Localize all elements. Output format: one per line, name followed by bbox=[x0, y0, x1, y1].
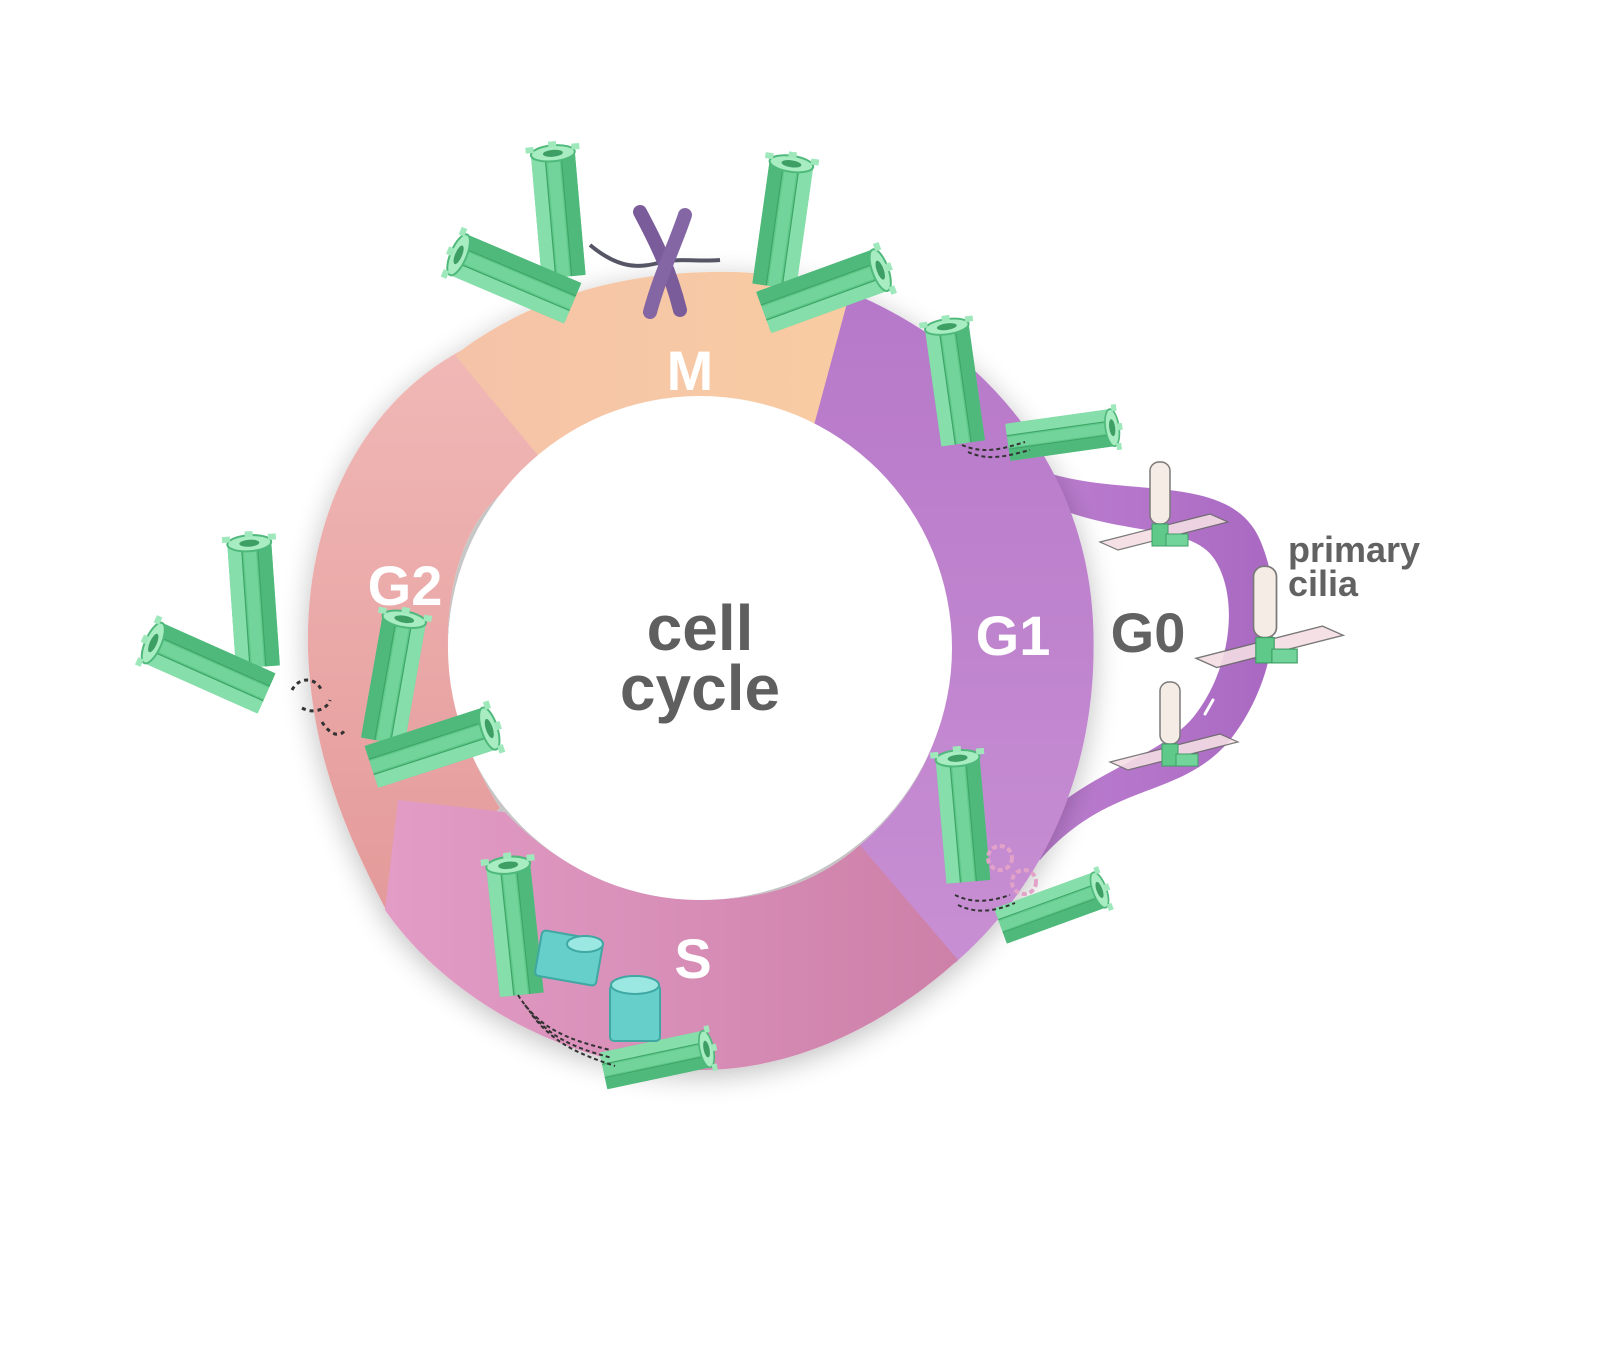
procentriole-icon bbox=[609, 975, 661, 1042]
chromosome-icon bbox=[588, 205, 721, 319]
phase-label-g1: G1 bbox=[976, 604, 1051, 667]
procentriole-icon bbox=[534, 929, 604, 987]
centriole-pair-icon bbox=[123, 529, 289, 726]
center-label-line2: cycle bbox=[620, 652, 780, 724]
phase-g1-segment bbox=[810, 292, 1094, 963]
g0-label: G0 bbox=[1111, 601, 1186, 664]
centriole-pair-icon bbox=[478, 848, 723, 1095]
centriole-pair-icon bbox=[928, 742, 1118, 949]
linker-icon bbox=[290, 678, 347, 736]
centriole-pair-icon bbox=[426, 139, 595, 339]
centriole-pair-icon bbox=[917, 310, 1127, 466]
ring-center bbox=[448, 396, 952, 900]
center-label-line1: cell bbox=[647, 592, 754, 664]
phase-label-g2: G2 bbox=[368, 554, 443, 617]
phase-label-s: S bbox=[674, 927, 711, 990]
phase-g2-segment bbox=[307, 350, 555, 910]
primary-cilia-label-line1: primary bbox=[1288, 529, 1420, 570]
primary-cilia-label-line2: cilia bbox=[1288, 563, 1359, 604]
phase-label-m: M bbox=[667, 339, 714, 402]
